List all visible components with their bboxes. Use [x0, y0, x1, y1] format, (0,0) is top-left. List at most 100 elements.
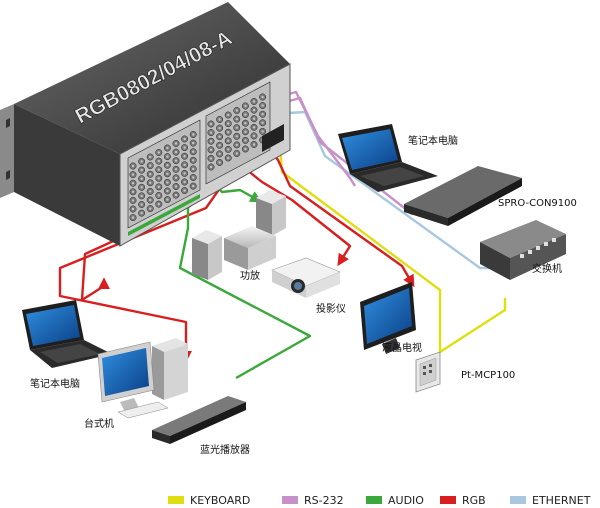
label-projector: 投影仪 [316, 302, 346, 315]
matrix-switcher: RGB0802/04/08-A [0, 2, 291, 247]
label-desktop: 台式机 [84, 417, 114, 430]
bnc-pin [227, 156, 230, 160]
bnc-pin [183, 163, 186, 166]
bnc-pin [166, 155, 169, 158]
bnc-pin [174, 193, 178, 197]
bnc-pin [227, 139, 230, 142]
bnc-pin [235, 152, 238, 155]
bnc-pin [192, 133, 195, 136]
bnc-pin [244, 139, 247, 142]
bnc-pin [218, 118, 221, 121]
bnc-pin [261, 121, 264, 125]
bnc-pin [209, 140, 213, 143]
bnc-pin [174, 150, 178, 154]
label-bluray: 蓝光播放器 [200, 443, 250, 456]
bnc-pin [149, 198, 152, 202]
label-switch: 交换机 [532, 262, 562, 275]
bnc-pin [218, 126, 221, 130]
label-lcd-tv: 液晶电视 [382, 341, 422, 354]
bnc-pin [261, 104, 264, 107]
bnc-pin [235, 109, 238, 112]
label-laptop-right: 笔记本电脑 [408, 134, 458, 147]
bnc-pin [227, 122, 230, 125]
bnc-pin [131, 164, 135, 168]
bnc-pin [140, 168, 143, 172]
laptop-right [338, 124, 438, 192]
lcd-tv [360, 282, 416, 354]
bnc-pin [261, 130, 264, 133]
bnc-pin [131, 173, 135, 176]
bnc-pin [218, 161, 221, 164]
bnc-pin [209, 122, 213, 126]
bnc-pin [192, 141, 195, 145]
projector [271, 257, 341, 298]
ethernet-cable-switch [271, 110, 492, 270]
bnc-pin [218, 144, 221, 147]
legend-swatch-rgb [440, 496, 456, 504]
laptop-left [22, 300, 112, 368]
legend-swatch-keyboard [168, 496, 184, 504]
bluray-player [152, 396, 246, 444]
label-spro: SPRO-CON9100 [498, 198, 577, 209]
power-module [262, 124, 284, 152]
bnc-pin [192, 167, 195, 171]
bnc-pin [174, 159, 178, 162]
bnc-pin [244, 122, 247, 125]
rgb-cable-projector [231, 157, 352, 267]
bnc-pin [174, 185, 178, 188]
label-laptop-left: 笔记本电脑 [30, 377, 80, 390]
bnc-pin [183, 137, 186, 141]
bnc-pin [166, 146, 169, 150]
bnc-pin [235, 135, 238, 138]
bnc-pin [166, 189, 169, 193]
bnc-pin [261, 95, 264, 99]
bnc-pin [140, 177, 143, 180]
bnc-pin [218, 152, 221, 156]
bnc-pin [131, 182, 135, 185]
bnc-pin [140, 211, 143, 215]
bnc-pin [252, 143, 256, 146]
bnc-pin [244, 130, 247, 133]
bnc-pin [166, 181, 169, 184]
bnc-pin [183, 155, 186, 158]
bnc-pin [183, 146, 186, 149]
bnc-pin [157, 177, 160, 180]
bnc-pin [227, 113, 230, 117]
bnc-pin [149, 181, 152, 184]
bnc-pin [166, 164, 169, 167]
bnc-pin [183, 172, 186, 175]
bnc-pin [140, 186, 143, 189]
bnc-pin [252, 108, 256, 112]
bnc-pin [235, 117, 238, 121]
desktop-pc [97, 338, 188, 419]
label-pt-mcp: Pt-MCP100 [461, 370, 515, 381]
bnc-pin [131, 216, 135, 219]
bnc-pin [166, 198, 169, 201]
bnc-pin [140, 203, 143, 206]
bnc-pin [218, 135, 221, 138]
bnc-pin [131, 207, 135, 211]
bnc-connectors-left [129, 131, 197, 222]
legend-swatch-rs232 [282, 496, 298, 504]
bnc-pin [174, 168, 178, 171]
bnc-pin [244, 147, 247, 151]
bnc-pin [140, 194, 143, 198]
legend-label-keyboard: KEYBOARD [190, 493, 251, 507]
legend-keyboard: KEYBOARD [168, 493, 250, 507]
legend-label-rgb: RGB [462, 493, 486, 507]
bnc-pin [192, 159, 195, 162]
bnc-pin [166, 172, 169, 175]
legend-swatch-ethernet [510, 496, 526, 504]
bnc-pin [209, 131, 213, 134]
bnc-pin [157, 168, 160, 171]
bnc-pin [149, 173, 152, 176]
rgb-cable-desktop [58, 187, 221, 363]
bnc-pin [174, 176, 178, 180]
bnc-pin [157, 185, 160, 189]
bnc-pin [157, 151, 160, 154]
bnc-pin [252, 117, 256, 120]
legend-audio: AUDIO [366, 493, 424, 507]
bnc-pin [157, 202, 160, 206]
bnc-pin [192, 184, 195, 188]
